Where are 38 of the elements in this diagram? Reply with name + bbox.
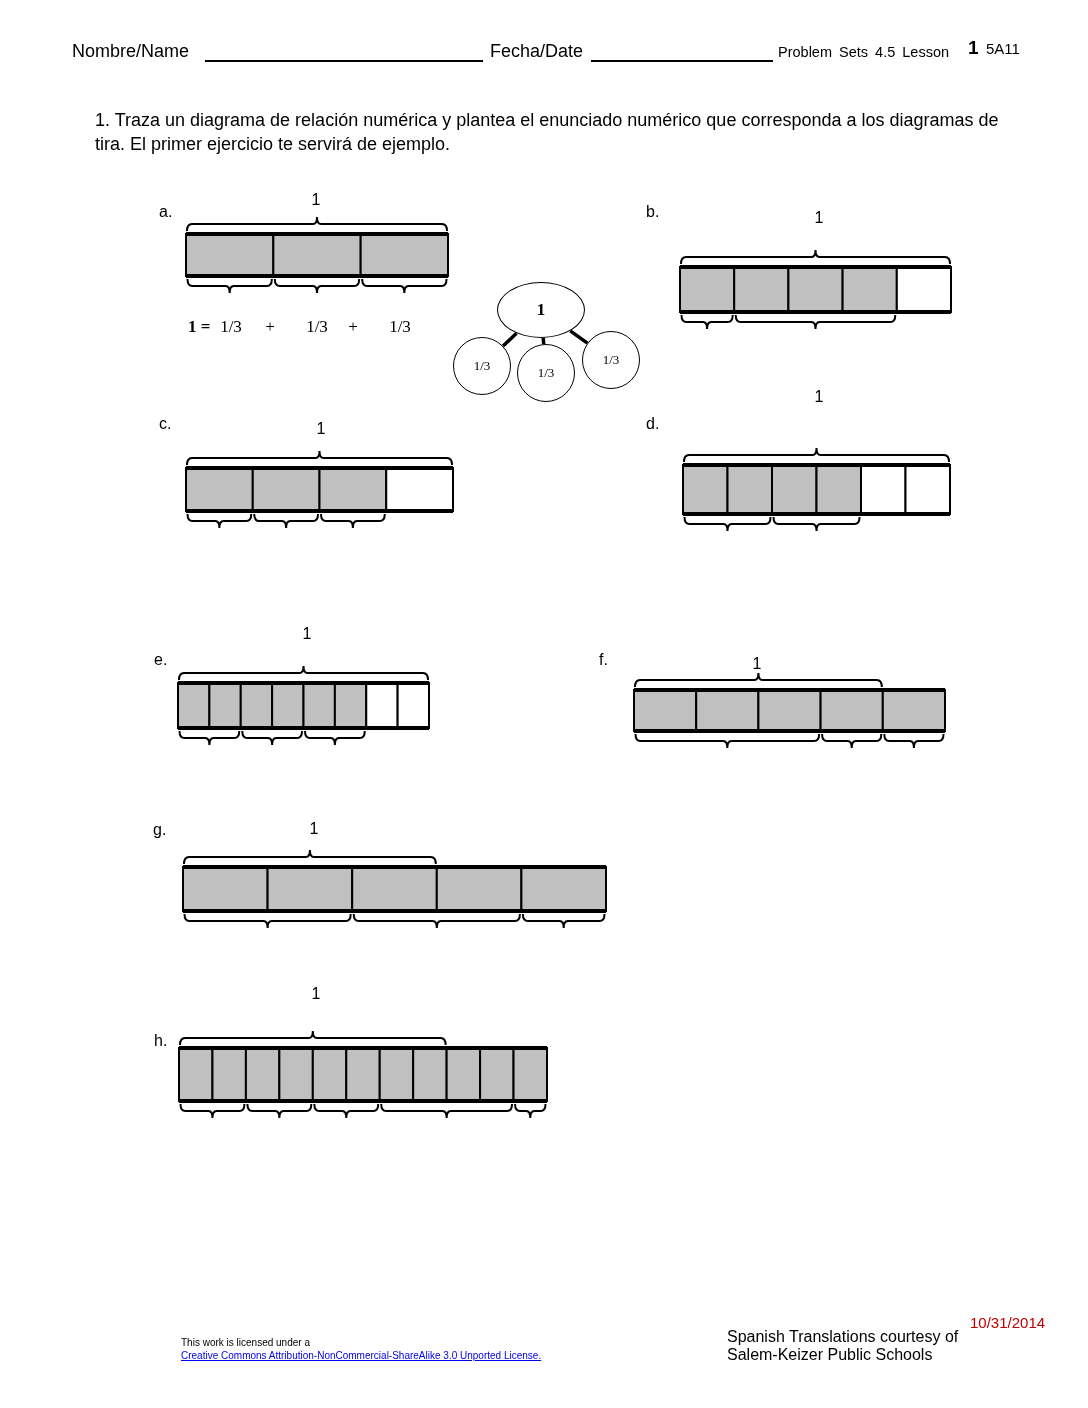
instruction-text: 1. Traza un diagrama de relación numérica y plantea el enunciado numérico que corresponda a los diagramas de tira. El primer ejercicio te servirá de ejemplo. <box>95 109 1000 156</box>
bond-ellipse: 1 <box>497 282 585 338</box>
whole-label: 1 <box>814 388 824 407</box>
credit-text: Spanish Translations courtesy of Salem-Keizer Public Schools <box>727 1328 960 1364</box>
problem-letter: f. <box>599 651 608 670</box>
fraction-term: 1/3 <box>220 317 242 337</box>
license-link: Creative Commons Attribution-NonCommercial-ShareAlike 3.0 Unported License. <box>181 1350 542 1362</box>
problem-letter: d. <box>646 415 660 434</box>
whole-label: 1 <box>316 420 326 439</box>
bond-circle: 1/3 <box>582 331 640 389</box>
license-text: This work is licensed under a <box>181 1337 310 1349</box>
problem-letter: e. <box>154 651 168 670</box>
problem-letter: h. <box>154 1032 168 1051</box>
whole-label: 1 <box>309 820 319 839</box>
whole-label: 1 <box>311 191 321 210</box>
whole-label: 1 <box>814 209 824 228</box>
page-code: 5A11 <box>986 40 1020 58</box>
whole-label: 1 <box>302 625 312 644</box>
problem-letter: g. <box>153 821 167 840</box>
fraction-term: 1/3 <box>389 317 411 337</box>
date-text: 10/31/2014 <box>970 1314 1046 1332</box>
problem-letter: a. <box>159 203 173 222</box>
bond-circle: 1/3 <box>517 344 575 402</box>
problem-letter: b. <box>646 203 660 222</box>
problem-letter: c. <box>159 415 172 434</box>
plus-sign: + <box>348 317 358 337</box>
bond-circle: 1/3 <box>453 337 511 395</box>
lesson-label: Problem Sets 4.5 Lesson <box>778 44 949 61</box>
equation-term: 1 = <box>188 317 211 337</box>
connector-line <box>501 332 518 348</box>
lesson-number: 1 <box>968 37 979 59</box>
connector-line <box>569 329 589 345</box>
plus-sign: + <box>265 317 275 337</box>
date-label: Fecha/Date <box>490 41 584 62</box>
whole-label: 1 <box>752 655 762 674</box>
fraction-term: 1/3 <box>306 317 328 337</box>
whole-label: 1 <box>311 985 321 1004</box>
name-label: Nombre/Name <box>72 41 190 62</box>
